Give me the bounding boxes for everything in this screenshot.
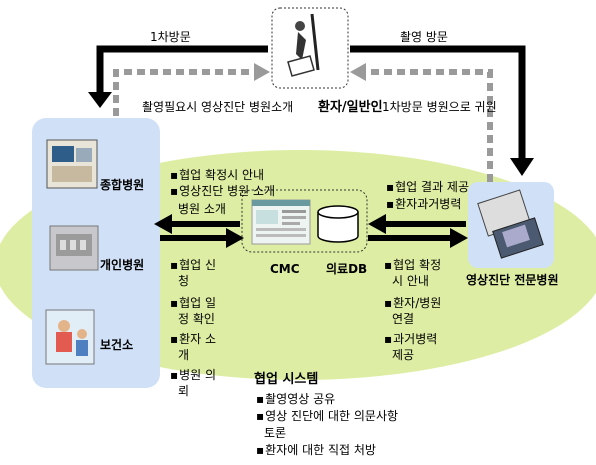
arrowhead-hospitals-to-cmc <box>226 228 244 248</box>
database-icon <box>317 205 359 243</box>
cmc-to-imaging-item: 환자/병원 <box>384 296 441 311</box>
arrowhead-first-visit <box>88 92 112 108</box>
hospitals-to-cmc-item: 청 <box>178 274 190 288</box>
patient-box <box>271 7 349 89</box>
system-feature-item: 영상 진단에 대한 의문사항 <box>256 409 398 424</box>
cmc-to-hospitals-item: 영상진단 병원 소개 <box>170 184 275 199</box>
arrowhead-refer <box>254 63 270 81</box>
general-hospital-label: 종합병원 <box>100 178 145 192</box>
cmc-website-icon <box>251 199 311 245</box>
patient-icon <box>287 13 320 77</box>
hospitals-to-cmc-item: 정 확인 <box>178 312 215 326</box>
medical-db-label: 의료DB <box>326 262 368 276</box>
imaging-hospital-label: 영상진단 전문병원 <box>466 273 559 287</box>
cmc-to-imaging-item: 과거병력 <box>384 332 437 347</box>
system-feature-item: 환자에 대한 직접 처방 <box>256 443 376 458</box>
system-feature-item: 토론 <box>264 426 287 440</box>
general-hospital-icon <box>46 139 98 189</box>
clinic-icon <box>49 225 99 271</box>
cmc-to-imaging-item: 시 안내 <box>392 274 429 288</box>
cmc-to-imaging-item: 제공 <box>392 348 415 362</box>
imaging-to-cmc-item: 협업 결과 제공 <box>386 180 469 195</box>
hospitals-to-cmc-item: 협업 일 <box>170 296 216 311</box>
arrowhead-imaging-to-cmc <box>368 214 386 234</box>
cmc-to-imaging-item: 협업 확정 <box>384 258 441 273</box>
system-title: 협업 시스템 <box>254 372 319 387</box>
cmc-to-hospitals-item: 병원 소개 <box>178 202 226 216</box>
arrowhead-imaging-visit <box>510 158 534 176</box>
patient-label: 환자/일반인 <box>318 100 383 115</box>
imaging-to-cmc-item: 환자과거병력 <box>386 197 461 212</box>
clinic-label: 개인병원 <box>100 258 145 272</box>
imaging-visit-label: 촬영 방문 <box>400 30 448 44</box>
system-feature-item: 촬영영상 공유 <box>256 392 335 407</box>
cmc-label: CMC <box>270 262 300 276</box>
imaging-hospital-icon <box>477 189 544 259</box>
hospitals-to-cmc-item: 병원 의 <box>170 368 216 383</box>
first-visit-label: 1차방문 <box>150 30 191 44</box>
arrowhead-cmc-to-hospitals <box>154 214 172 234</box>
hospitals-to-cmc-item: 뢰 <box>178 384 190 398</box>
return-label: 1차방문 병원으로 귀원 <box>382 100 497 114</box>
arrowhead-return <box>350 63 366 81</box>
arrow-imaging-visit <box>350 45 526 158</box>
hospitals-to-cmc-item: 개 <box>178 348 190 362</box>
arrow-return <box>366 69 493 182</box>
arrowhead-cmc-to-imaging <box>450 228 468 248</box>
health-center-label: 보건소 <box>100 338 134 352</box>
refer-label: 촬영필요시 영상진단 병원소개 <box>142 100 294 114</box>
arrow-first-visit <box>96 45 268 92</box>
arrow-refer-if-needed <box>113 69 254 116</box>
health-center-icon <box>45 309 95 365</box>
hospitals-to-cmc-item: 협업 신 <box>170 258 216 273</box>
cmc-to-hospitals-item: 협업 확정시 안내 <box>170 168 264 183</box>
hospitals-to-cmc-item: 환자 소 <box>170 332 216 347</box>
cmc-box <box>241 189 368 253</box>
cmc-to-imaging-item: 연결 <box>392 312 415 326</box>
